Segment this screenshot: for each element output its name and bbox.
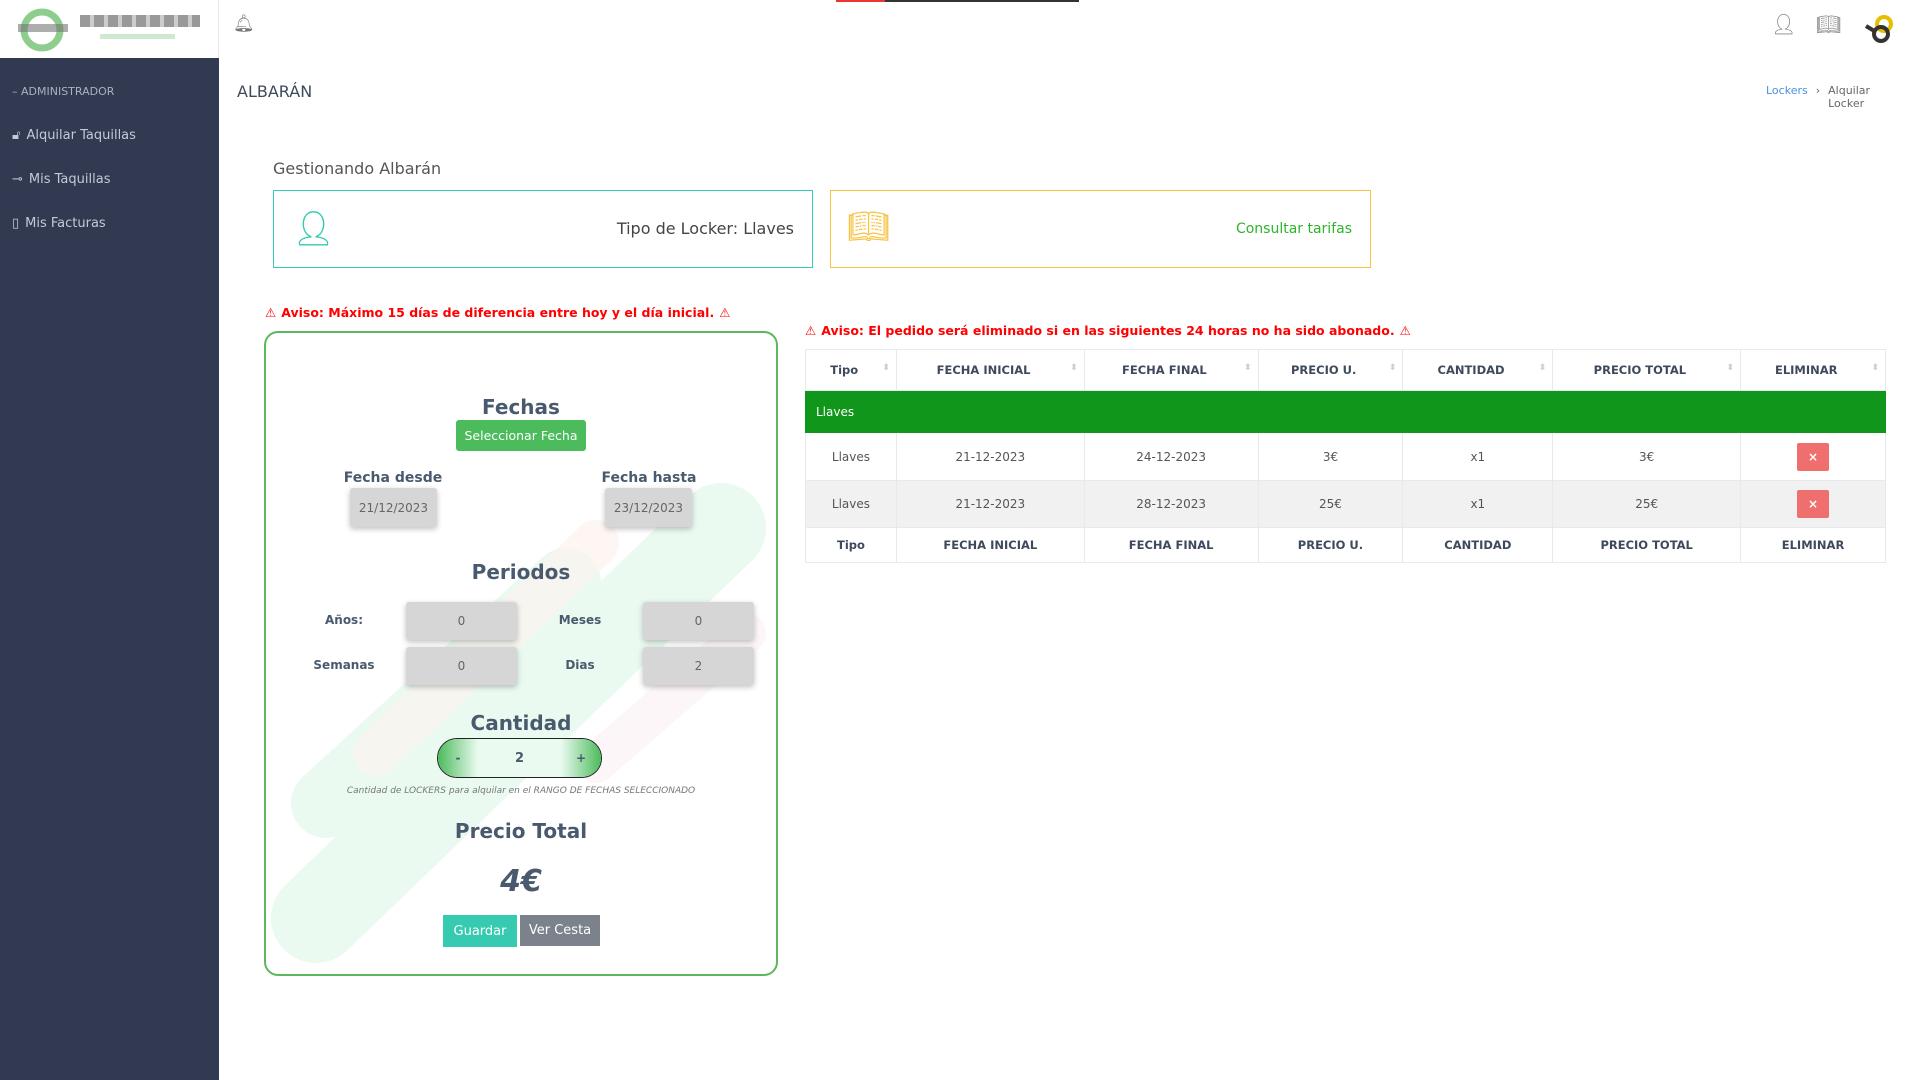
- days-field[interactable]: 2: [643, 647, 754, 685]
- years-label: Años:: [324, 613, 363, 627]
- warning-text: Aviso: Máximo 15 días de diferencia entr…: [281, 305, 715, 320]
- sort-icon: ⬍: [1388, 363, 1397, 373]
- warning-icon: ⚠: [719, 305, 731, 320]
- warning-icon: ⚠: [805, 323, 817, 338]
- col-fecha-inicial[interactable]: FECHA INICIAL⬍: [895, 349, 1085, 391]
- warning-icon: ⚠: [265, 305, 277, 320]
- key-logo-icon[interactable]: [1864, 10, 1898, 46]
- topbar: 🔔︎ 👤︎ 📖︎: [219, 0, 1905, 58]
- lock-icon: 🔓︎: [12, 128, 21, 143]
- months-label: Meses: [558, 613, 602, 627]
- select-date-button[interactable]: Seleccionar Fecha: [456, 420, 586, 451]
- rental-form: [264, 331, 778, 976]
- delete-button[interactable]: ×: [1797, 442, 1830, 471]
- order-warning: ⚠ Aviso: El pedido será eliminado si en l…: [805, 323, 1411, 338]
- rates-link[interactable]: Consultar tarifas: [1235, 221, 1352, 237]
- sidebar-item-mis-facturas[interactable]: ▯ Mis Facturas: [12, 216, 106, 231]
- view-cart-button[interactable]: Ver Cesta: [520, 915, 600, 946]
- rates-card[interactable]: 📖︎ Consultar tarifas: [830, 190, 1371, 268]
- to-date-field[interactable]: 23/12/2023: [605, 488, 692, 527]
- key-icon: ⊸: [12, 172, 23, 187]
- sidebar-item-label: Mis Facturas: [25, 216, 106, 231]
- locker-type-card: 👤︎ Tipo de Locker: Llaves: [273, 190, 813, 268]
- invoice-icon: ▯: [12, 216, 20, 231]
- book-icon[interactable]: 📖︎: [1816, 12, 1842, 36]
- sidebar-item-label: Alquilar Taquillas: [26, 128, 136, 143]
- col-precio-total[interactable]: PRECIO TOTAL⬍: [1552, 349, 1742, 391]
- order-table: Tipo⬍ FECHA INICIAL⬍ FECHA FINAL⬍ PRECIO…: [805, 349, 1886, 563]
- date-warning: ⚠ Aviso: Máximo 15 días de diferencia ent…: [265, 305, 730, 320]
- weeks-field[interactable]: 0: [406, 647, 517, 685]
- col-cantidad[interactable]: CANTIDAD⬍: [1402, 349, 1554, 391]
- col-eliminar[interactable]: ELIMINAR⬍: [1740, 349, 1886, 391]
- logo-key-icon: [18, 8, 68, 52]
- sort-icon: ⬍: [1538, 363, 1547, 373]
- page-title: ALBARÁN: [237, 82, 313, 101]
- to-label: Fecha hasta: [601, 470, 697, 486]
- logo[interactable]: [0, 0, 219, 58]
- bell-icon[interactable]: 🔔︎: [233, 14, 255, 34]
- cantidad-title: Cantidad: [470, 711, 572, 735]
- quantity-input[interactable]: 2: [514, 750, 525, 766]
- logo-text: [80, 15, 200, 27]
- sidebar-item-label: Mis Taquillas: [28, 172, 111, 187]
- col-fecha-final[interactable]: FECHA FINAL⬍: [1083, 349, 1259, 391]
- loading-bar: [836, 0, 1079, 2]
- book-icon: 📖︎: [847, 207, 891, 247]
- from-date-field[interactable]: 21/12/2023: [350, 488, 437, 527]
- breadcrumb-lockers[interactable]: Lockers: [1766, 84, 1808, 97]
- table-header: Tipo⬍ FECHA INICIAL⬍ FECHA FINAL⬍ PRECIO…: [805, 349, 1886, 391]
- delete-button[interactable]: ×: [1797, 490, 1830, 518]
- sort-icon: ⬍: [882, 363, 890, 373]
- decrement-button[interactable]: -: [438, 739, 478, 777]
- quantity-note: Cantidad de LOCKERS para alquilar en el …: [346, 786, 696, 796]
- save-button[interactable]: Guardar: [443, 915, 517, 947]
- breadcrumb-separator: ›: [1815, 84, 1821, 97]
- section-subtitle: Gestionando Albarán: [273, 159, 442, 178]
- years-field[interactable]: 0: [406, 602, 517, 640]
- locker-type-label: Tipo de Locker: Llaves: [616, 219, 794, 238]
- warning-text: Aviso: El pedido será eliminado si en la…: [821, 323, 1395, 338]
- rental-form-content: Fechas Seleccionar Fecha Fecha desde 21/…: [264, 331, 778, 976]
- sidebar: – ADMINISTRADOR 🔓︎ Alquilar Taquillas ⊸ Mi…: [0, 58, 219, 1080]
- user-icon[interactable]: 👤︎: [1771, 12, 1797, 36]
- total-title: Precio Total: [454, 819, 588, 843]
- sort-icon: ⬍: [1243, 363, 1252, 373]
- breadcrumb: Lockers › Alquilar Locker: [1766, 84, 1905, 110]
- quantity-stepper: - 2 +: [437, 738, 602, 778]
- col-tipo[interactable]: Tipo⬍: [805, 349, 897, 391]
- user-icon: 👤︎: [292, 209, 336, 249]
- sidebar-item-mis-taquillas[interactable]: ⊸ Mis Taquillas: [12, 172, 110, 187]
- weeks-label: Semanas: [313, 658, 375, 672]
- sort-icon: ⬍: [1070, 363, 1078, 373]
- increment-button[interactable]: +: [561, 739, 601, 777]
- group-row: Llaves: [805, 390, 1886, 433]
- warning-icon: ⚠: [1399, 323, 1411, 338]
- from-label: Fecha desde: [343, 470, 443, 486]
- total-price: 4€: [500, 864, 542, 899]
- fechas-title: Fechas: [482, 395, 560, 419]
- sort-icon: ⬍: [1871, 363, 1879, 373]
- section-label: ADMINISTRADOR: [21, 85, 115, 98]
- breadcrumb-current: Alquilar Locker: [1828, 84, 1871, 110]
- sidebar-section-admin[interactable]: – ADMINISTRADOR: [12, 85, 115, 98]
- periodos-title: Periodos: [471, 560, 571, 584]
- sort-icon: ⬍: [1726, 363, 1735, 373]
- months-field[interactable]: 0: [643, 602, 754, 640]
- days-label: Dias: [565, 658, 595, 672]
- sidebar-item-alquilar[interactable]: 🔓︎ Alquilar Taquillas: [12, 128, 136, 143]
- col-precio-u[interactable]: PRECIO U.⬍: [1257, 349, 1404, 391]
